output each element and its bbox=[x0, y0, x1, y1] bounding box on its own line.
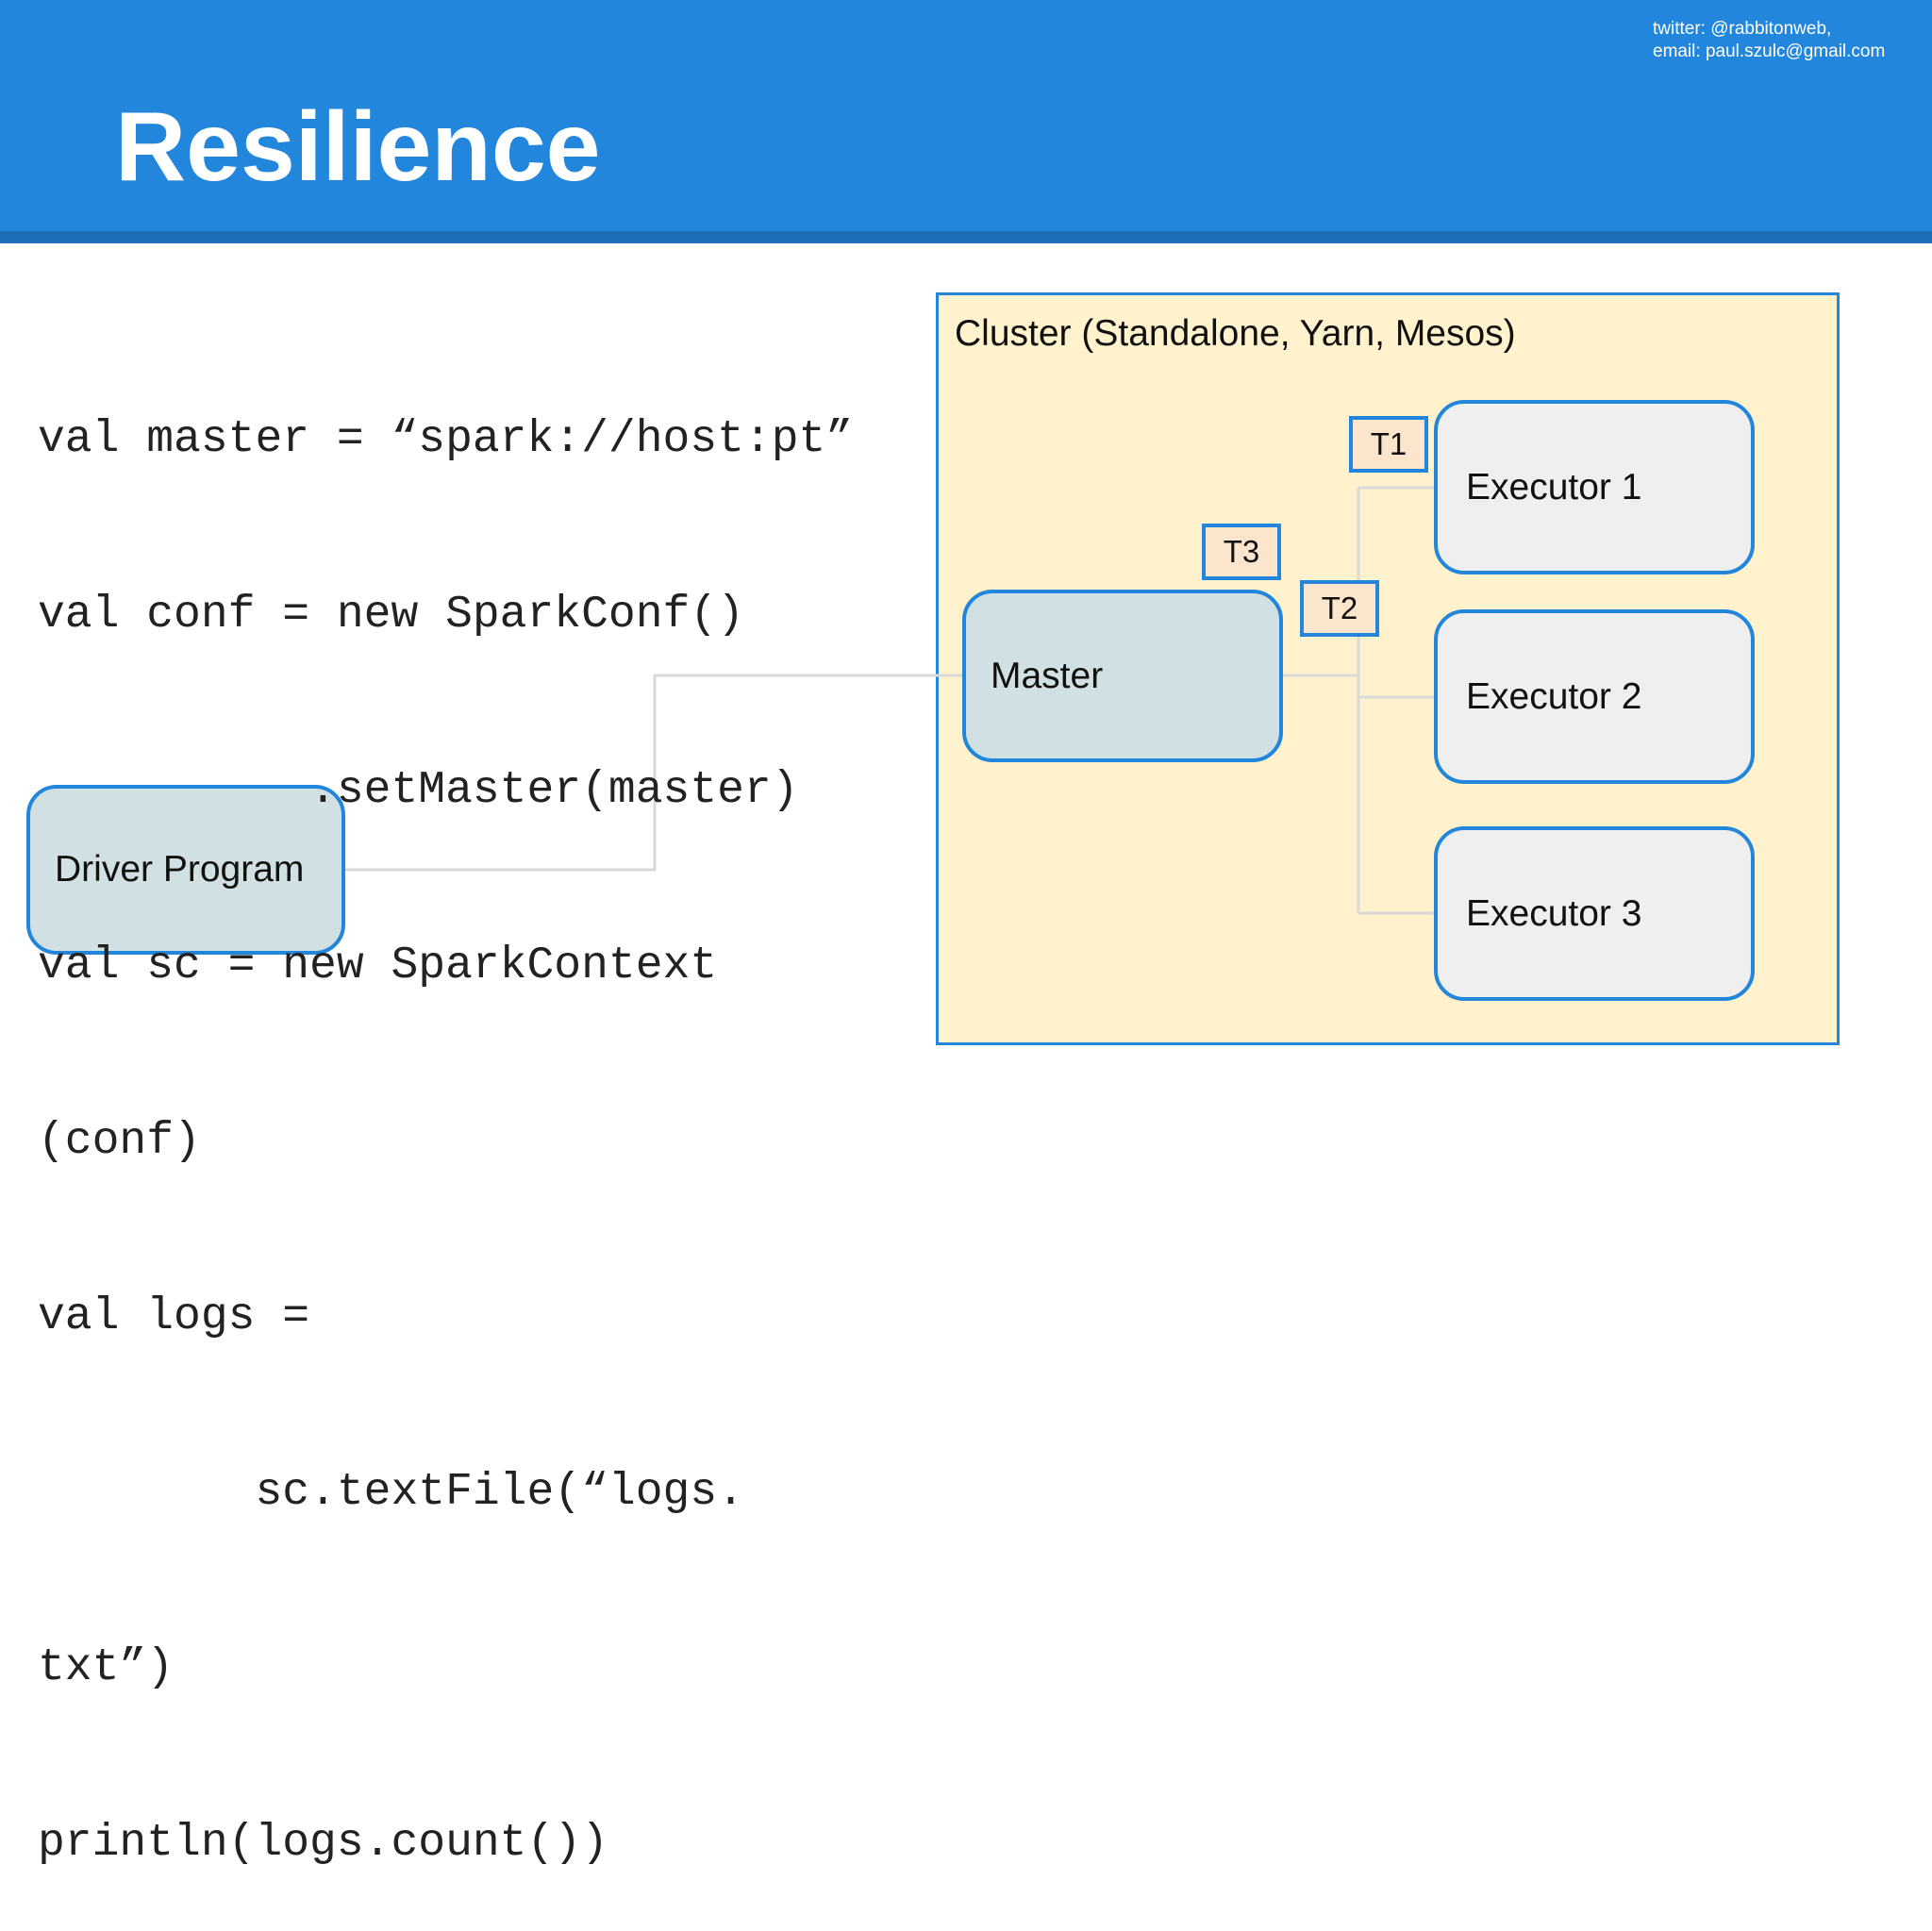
task-t2: T2 bbox=[1300, 580, 1379, 637]
code-snippet: val master = “spark://host:pt” val conf … bbox=[38, 293, 853, 1931]
contact-info: twitter: @rabbitonweb, email: paul.szulc… bbox=[1653, 18, 1885, 63]
executor-2-node: Executor 2 bbox=[1434, 609, 1755, 784]
master-node: Master bbox=[962, 590, 1283, 762]
slide-header bbox=[0, 0, 1932, 231]
executor-1-label: Executor 1 bbox=[1466, 466, 1642, 508]
code-line: txt”) bbox=[38, 1642, 175, 1693]
task-t3: T3 bbox=[1202, 524, 1281, 580]
code-line: (conf) bbox=[38, 1116, 201, 1167]
code-line: val sc = new SparkContext bbox=[38, 941, 718, 991]
driver-to-master-connector bbox=[345, 674, 964, 872]
task-t1: T1 bbox=[1349, 416, 1428, 473]
driver-program-node: Driver Program bbox=[26, 785, 345, 955]
driver-program-label: Driver Program bbox=[55, 849, 305, 890]
code-line: val logs = bbox=[38, 1291, 310, 1342]
master-label: Master bbox=[991, 655, 1104, 696]
executor-3-label: Executor 3 bbox=[1466, 892, 1642, 934]
contact-email: email: paul.szulc@gmail.com bbox=[1653, 42, 1886, 61]
contact-twitter: twitter: @rabbitonweb, bbox=[1653, 19, 1832, 39]
slide-title: Resilience bbox=[115, 92, 601, 202]
code-line: sc.textFile(“logs. bbox=[38, 1467, 744, 1518]
code-line: val conf = new SparkConf() bbox=[38, 590, 744, 641]
executor-1-node: Executor 1 bbox=[1434, 400, 1755, 574]
code-line: println(logs.count()) bbox=[38, 1818, 608, 1869]
executor-2-label: Executor 2 bbox=[1466, 675, 1642, 717]
header-underline bbox=[0, 231, 1932, 243]
connector-lines bbox=[345, 486, 1436, 915]
executor-3-node: Executor 3 bbox=[1434, 826, 1755, 1001]
cluster-label: Cluster (Standalone, Yarn, Mesos) bbox=[955, 313, 1516, 354]
code-line: .setMaster(master) bbox=[38, 765, 799, 816]
code-line: val master = “spark://host:pt” bbox=[38, 414, 854, 465]
